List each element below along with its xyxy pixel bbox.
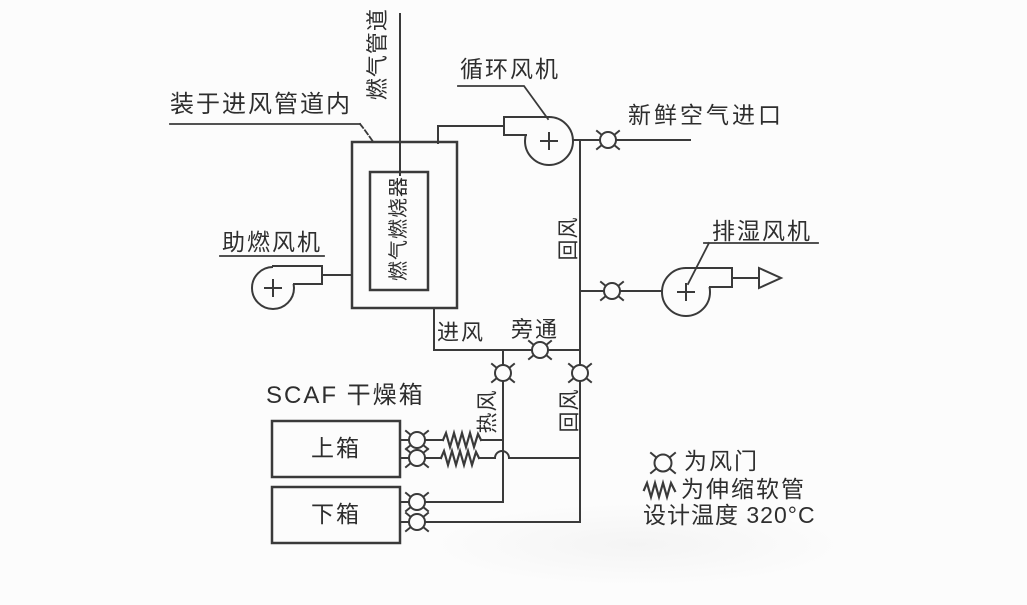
upper-box-label: 上箱 [311, 435, 361, 461]
legend-hose-label: 为伸缩软管 [681, 476, 806, 502]
exhaust-arrow-icon [758, 266, 784, 290]
exhaust-damper-icon [599, 280, 625, 302]
upper-supply-hose-icon [441, 428, 483, 452]
upper-box-return-line [401, 450, 581, 460]
upper-box-return-damper-icon [404, 447, 430, 469]
fan-plus-mark [264, 279, 282, 297]
bypass-label: 旁通 [511, 317, 560, 342]
fresh-air-inlet-label: 新鲜空气进口 [628, 102, 784, 128]
legend-damper-icon [649, 451, 677, 475]
combustion-fan-label: 助燃风机 [222, 229, 322, 255]
upper-return-hose-icon [439, 446, 481, 470]
circulation-fan-leader [457, 85, 550, 121]
design-temp-label: 设计温度 320°C [643, 502, 816, 528]
fan-plus-mark [677, 283, 695, 301]
dryer-upper-box [270, 419, 402, 479]
legend-symbols [642, 451, 677, 502]
bypass-damper-icon [527, 339, 553, 361]
installed-note-label: 装于进风管道内 [170, 91, 352, 118]
upper-box-supply-damper-icon [404, 429, 430, 451]
exhaust-fan-label: 排湿风机 [712, 218, 812, 244]
circulation-fan-label: 循环风机 [460, 56, 560, 82]
flexible-hoses [439, 428, 483, 470]
burner-outer-box [350, 140, 459, 310]
air-inlet-label: 进风 [437, 320, 486, 345]
hot-air-damper-icon [490, 362, 516, 384]
dryer-lower-box [270, 485, 402, 545]
lower-box-supply-damper-icon [404, 491, 430, 513]
lower-box-label: 下箱 [311, 501, 361, 527]
supply-bypass-duct [433, 307, 581, 351]
exhaust-fan-icon [661, 266, 784, 317]
legend-hose-icon [642, 478, 677, 502]
burner-label: 燃气燃烧器 [388, 176, 410, 281]
exhaust-fan-leader [686, 241, 819, 286]
fresh-air-damper-icon [595, 129, 621, 151]
gas-pipe-label: 燃气管道 [364, 8, 390, 101]
hot-air-label: 热风 [476, 389, 500, 434]
lower-box-return-damper-icon [404, 511, 430, 533]
dampers [404, 129, 625, 533]
callout-lines [169, 85, 819, 286]
circulation-fan-inlet-duct [437, 125, 505, 144]
return-damper-icon [567, 362, 593, 384]
installed-note-leader [358, 122, 376, 145]
dryer-title: SCAF 干燥箱 [266, 382, 425, 409]
legend-damper-label: 为风门 [684, 448, 759, 474]
circulation-fan-icon [503, 116, 574, 166]
fan-plus-mark [540, 132, 558, 150]
burner-inner-box [368, 170, 430, 292]
return-air-upper-label: 回风 [557, 216, 581, 261]
return-air-lower-label: 回风 [558, 388, 582, 433]
combustion-fan-icon [251, 265, 353, 310]
